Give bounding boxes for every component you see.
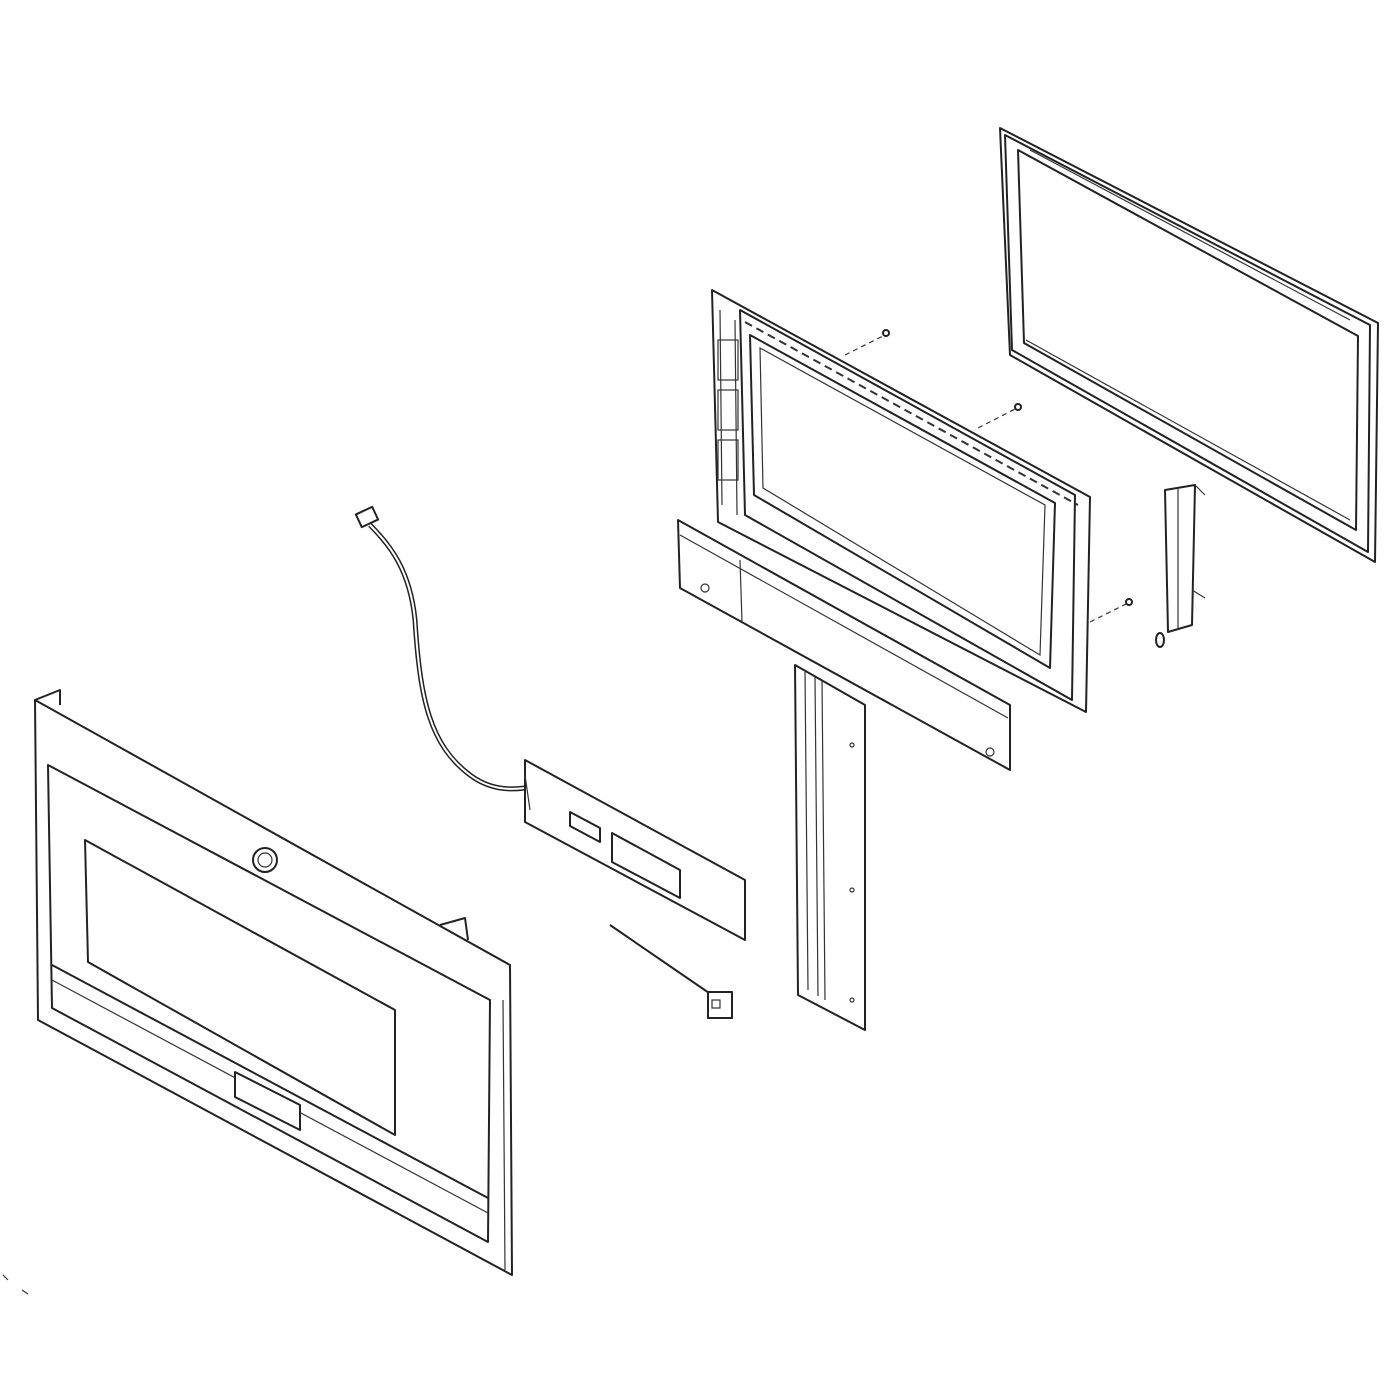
door-bottom-trim [677,519,1011,771]
brand-logo-icon [252,847,278,873]
door-frame-back [999,127,1379,563]
sensor-lead [609,924,733,1019]
control-board [524,759,746,941]
edge-marks [2,1274,29,1295]
wire-harness [354,505,526,792]
door-latch [1164,484,1206,633]
choke-cover [794,664,866,1031]
display-window [234,1071,301,1131]
screws [844,329,1165,648]
front-door-panel [34,689,513,1276]
door-inner-panel [711,289,1091,713]
